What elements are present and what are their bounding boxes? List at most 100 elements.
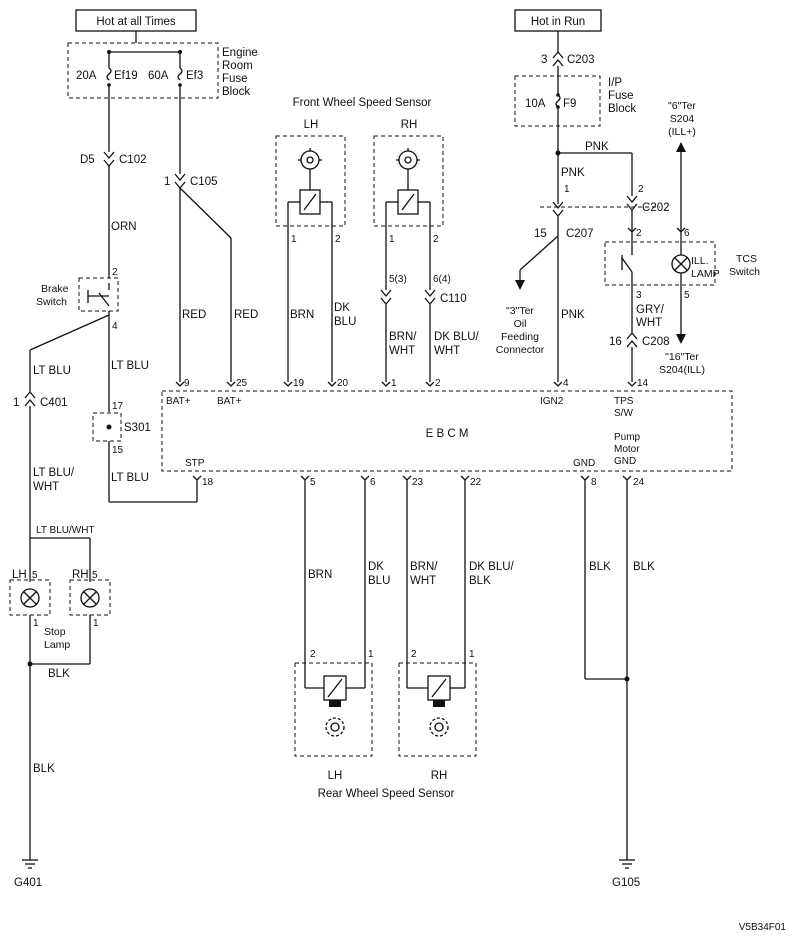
stop-lamp-rh-bulb	[80, 588, 100, 608]
rear-lh-pin1: 1	[368, 649, 374, 660]
front-lh-sensor-icon	[288, 148, 332, 215]
s301-pin17: 17	[112, 401, 124, 412]
c207-connector	[552, 201, 564, 210]
rear-lh-label: LH	[328, 770, 343, 782]
s204-top-line2: S204	[670, 113, 695, 125]
engine-fuse-block-line1: Engine	[222, 47, 258, 59]
wire-lt-blu-wht-line2: WHT	[33, 481, 59, 493]
s204-ill-arrow	[676, 334, 686, 344]
oil-connector-line4: Connector	[496, 344, 545, 356]
ebcm-pin9: 9	[184, 378, 190, 389]
wire-lt-blu-left: LT BLU	[33, 365, 71, 377]
ebcm-pin6: 6	[370, 477, 376, 488]
front-rh-pin2: 2	[433, 234, 439, 245]
ebcm-pin1: 1	[391, 378, 397, 389]
wire-brn-wht-rear-1: BRN/	[410, 561, 438, 573]
front-rh-pin1: 1	[389, 234, 395, 245]
ill-lamp-line1: ILL.	[691, 255, 709, 267]
c208-label: C208	[642, 336, 670, 348]
stop-lamp-lh-label: LH	[12, 569, 27, 581]
brake-switch-line1: Brake	[41, 283, 69, 295]
rear-sensor-title: Rear Wheel Speed Sensor	[318, 788, 455, 800]
c401-connector	[24, 390, 36, 399]
wire-pnk-top: PNK	[585, 141, 609, 153]
fuse-f9-symbol	[555, 94, 561, 108]
stop-lamp-lh-pin1: 1	[33, 618, 39, 629]
c110-connector	[380, 289, 392, 298]
wire-gry-wht-2: WHT	[636, 317, 662, 329]
tcs-pin2: 2	[636, 228, 642, 239]
fuse-ef3-label: Ef3	[186, 70, 203, 82]
ebcm-tps-line1: TPS	[614, 396, 634, 407]
ebcm-top-terminals	[175, 381, 637, 387]
stop-lamp-line1: Stop	[44, 626, 66, 638]
wire-brn-wht-rear-2: WHT	[410, 575, 436, 587]
wire-lt-blu-wht-line1: LT BLU/	[33, 467, 75, 479]
wire-brn-rear: BRN	[308, 569, 332, 581]
hot-in-run-label: Hot in Run	[531, 16, 585, 28]
rear-lh-pin2: 2	[310, 649, 316, 660]
wire-dk-blu-wht-front-2: WHT	[434, 345, 460, 357]
brake-switch-box	[78, 277, 119, 312]
fuse-ef19-amp: 20A	[76, 70, 97, 82]
rear-rh-sensor-icon	[407, 675, 465, 737]
c207-label: C207	[566, 228, 594, 240]
g105-label: G105	[612, 877, 640, 889]
ebcm-pin5: 5	[310, 477, 316, 488]
wire-blk-lamps: BLK	[48, 668, 70, 680]
ebcm-pin20: 20	[337, 378, 349, 389]
ebcm-pin4: 4	[563, 378, 569, 389]
c208-pin: 16	[609, 336, 622, 348]
ebcm-tps-line2: S/W	[614, 408, 633, 419]
rear-rh-pin1: 1	[469, 649, 475, 660]
wire-red-2: RED	[234, 309, 258, 321]
c105-connector	[174, 173, 186, 182]
c202-pin-top: 2	[638, 184, 644, 195]
s204-top-line1: "6"Ter	[668, 100, 696, 112]
s301-pin15: 15	[112, 445, 124, 456]
wire-blk-g401: BLK	[33, 763, 55, 775]
wire-dk-blu-rear-2: BLU	[368, 575, 390, 587]
front-rh-sensor-box	[373, 135, 444, 227]
tcs-pin3: 3	[636, 290, 642, 301]
s204-bottom-line1: "16"Ter	[665, 351, 699, 363]
engine-fuse-block-line4: Block	[222, 86, 250, 98]
wire-gry-wht-1: GRY/	[636, 304, 665, 316]
pnk-pin1: 1	[564, 184, 570, 195]
ebcm-pump-line2: Motor	[614, 444, 640, 455]
ebcm-pin22: 22	[470, 477, 482, 488]
s301-splice-box	[92, 412, 122, 442]
stop-lamp-lh-pin5: 5	[32, 570, 38, 581]
oil-connector-line2: Oil	[514, 318, 527, 330]
stop-lamp-rh-pin1: 1	[93, 618, 99, 629]
wire-lt-blu-mid: LT BLU	[111, 360, 149, 372]
s301-splice	[106, 424, 112, 430]
front-rh-label: RH	[401, 119, 418, 131]
front-lh-pin1: 1	[291, 234, 297, 245]
ebcm-pin23: 23	[412, 477, 424, 488]
rear-rh-label: RH	[431, 770, 448, 782]
brake-switch-pin4: 4	[112, 321, 118, 332]
oil-connector-line3: Feeding	[501, 331, 539, 343]
s204-top-line3: (ILL+)	[668, 126, 696, 138]
fuse-f9-label: F9	[563, 98, 576, 110]
wire-blk-gnd: BLK	[589, 561, 611, 573]
brake-switch-line2: Switch	[36, 296, 67, 308]
wire-dk-blu-front-2: BLU	[334, 316, 356, 328]
c202-connector	[626, 195, 638, 204]
c110-pin-left: 5(3)	[389, 274, 407, 285]
s204-ill-plus-arrow	[676, 142, 686, 152]
wire-pnk-mid: PNK	[561, 167, 585, 179]
engine-room-fuse-block	[67, 42, 219, 99]
ebcm-pin14: 14	[637, 378, 649, 389]
ebcm-pin25: 25	[236, 378, 248, 389]
ebcm-ign2: IGN2	[540, 396, 564, 407]
g401-label: G401	[14, 877, 42, 889]
ebcm-pin18: 18	[202, 477, 214, 488]
ebcm-label: E B C M	[426, 428, 469, 440]
front-lh-pin2: 2	[335, 234, 341, 245]
fuse-ef3-symbol	[177, 67, 183, 81]
ebcm-module	[161, 390, 733, 472]
